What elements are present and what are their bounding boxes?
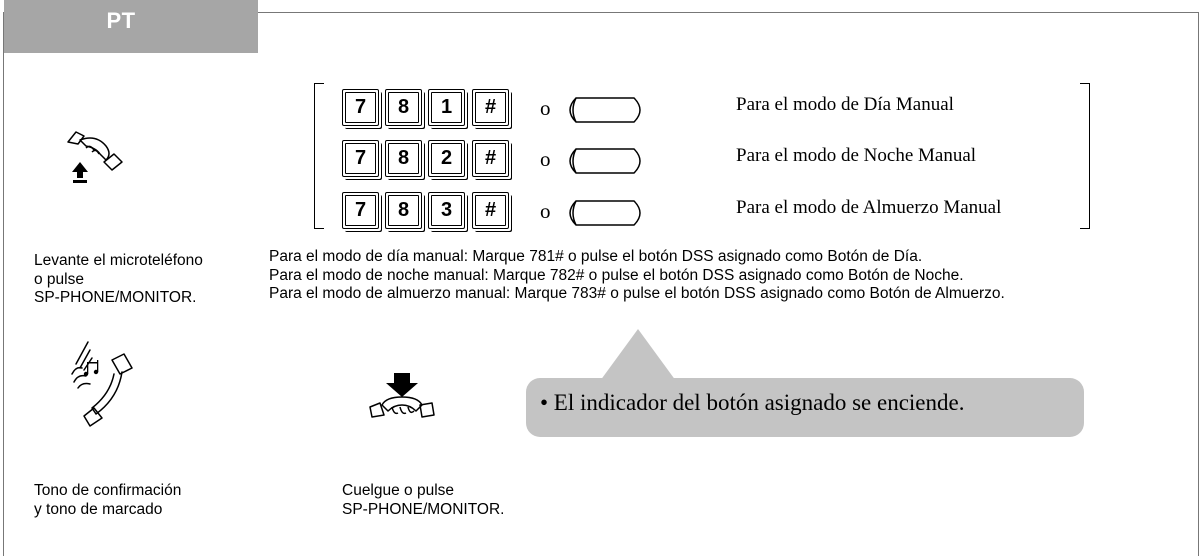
instruction-line: Para el modo de almuerzo manual: Marque … <box>269 285 1005 302</box>
caption-line: SP-PHONE/MONITOR. <box>34 289 197 306</box>
handset-onhook-icon <box>369 373 435 418</box>
page-frame <box>3 12 1199 556</box>
key-8: 8 <box>385 192 422 229</box>
dss-button-icon <box>569 200 641 226</box>
pt-tab-label: PT <box>106 8 136 33</box>
instructions: Para el modo de día manual: Marque 781# … <box>269 248 1005 304</box>
confirm-caption: Tono de confirmación y tono de marcado <box>34 482 181 519</box>
pt-tab: PT <box>4 0 258 53</box>
bracket-left <box>314 83 324 229</box>
offhook-caption: Levante el microteléfono o pulse SP-PHON… <box>34 252 203 308</box>
onhook-caption: Cuelgue o pulse SP-PHONE/MONITOR. <box>342 482 504 519</box>
key-3: 3 <box>428 192 465 229</box>
key-hash: # <box>472 140 509 177</box>
dss-button-icon <box>569 97 641 123</box>
bracket-right <box>1080 83 1090 229</box>
caption-line: y tono de marcado <box>34 500 163 518</box>
handset-offhook-icon <box>67 131 123 183</box>
or-text: o <box>540 199 551 223</box>
row-label-day: Para el modo de Día Manual <box>736 94 954 115</box>
instruction-line: Para el modo de día manual: Marque 781# … <box>269 248 923 265</box>
caption-line: Tono de confirmación <box>34 482 182 499</box>
key-7: 7 <box>342 140 379 177</box>
callout-text: • El indicador del botón asignado se enc… <box>540 390 965 415</box>
key-7: 7 <box>342 89 379 126</box>
key-1: 1 <box>428 89 465 126</box>
confirmation-tone-handset-icon <box>71 341 133 427</box>
row-label-lunch: Para el modo de Almuerzo Manual <box>736 197 1002 218</box>
caption-line: o pulse <box>34 270 84 288</box>
key-7: 7 <box>342 192 379 229</box>
key-2: 2 <box>428 140 465 177</box>
key-hash: # <box>472 89 509 126</box>
row-label-night: Para el modo de Noche Manual <box>736 145 977 166</box>
callout-pointer <box>600 329 676 381</box>
dss-button-icon <box>569 148 641 174</box>
caption-line: SP-PHONE/MONITOR. <box>342 500 505 518</box>
key-hash: # <box>472 192 509 229</box>
or-text: o <box>540 147 551 171</box>
callout-box <box>526 378 1084 437</box>
or-text: o <box>540 96 551 120</box>
key-8: 8 <box>385 140 422 177</box>
instruction-line: Para el modo de noche manual: Marque 782… <box>269 266 964 284</box>
caption-line: Levante el microteléfono <box>34 252 203 269</box>
caption-line: Cuelgue o pulse <box>342 482 455 499</box>
key-8: 8 <box>385 89 422 126</box>
